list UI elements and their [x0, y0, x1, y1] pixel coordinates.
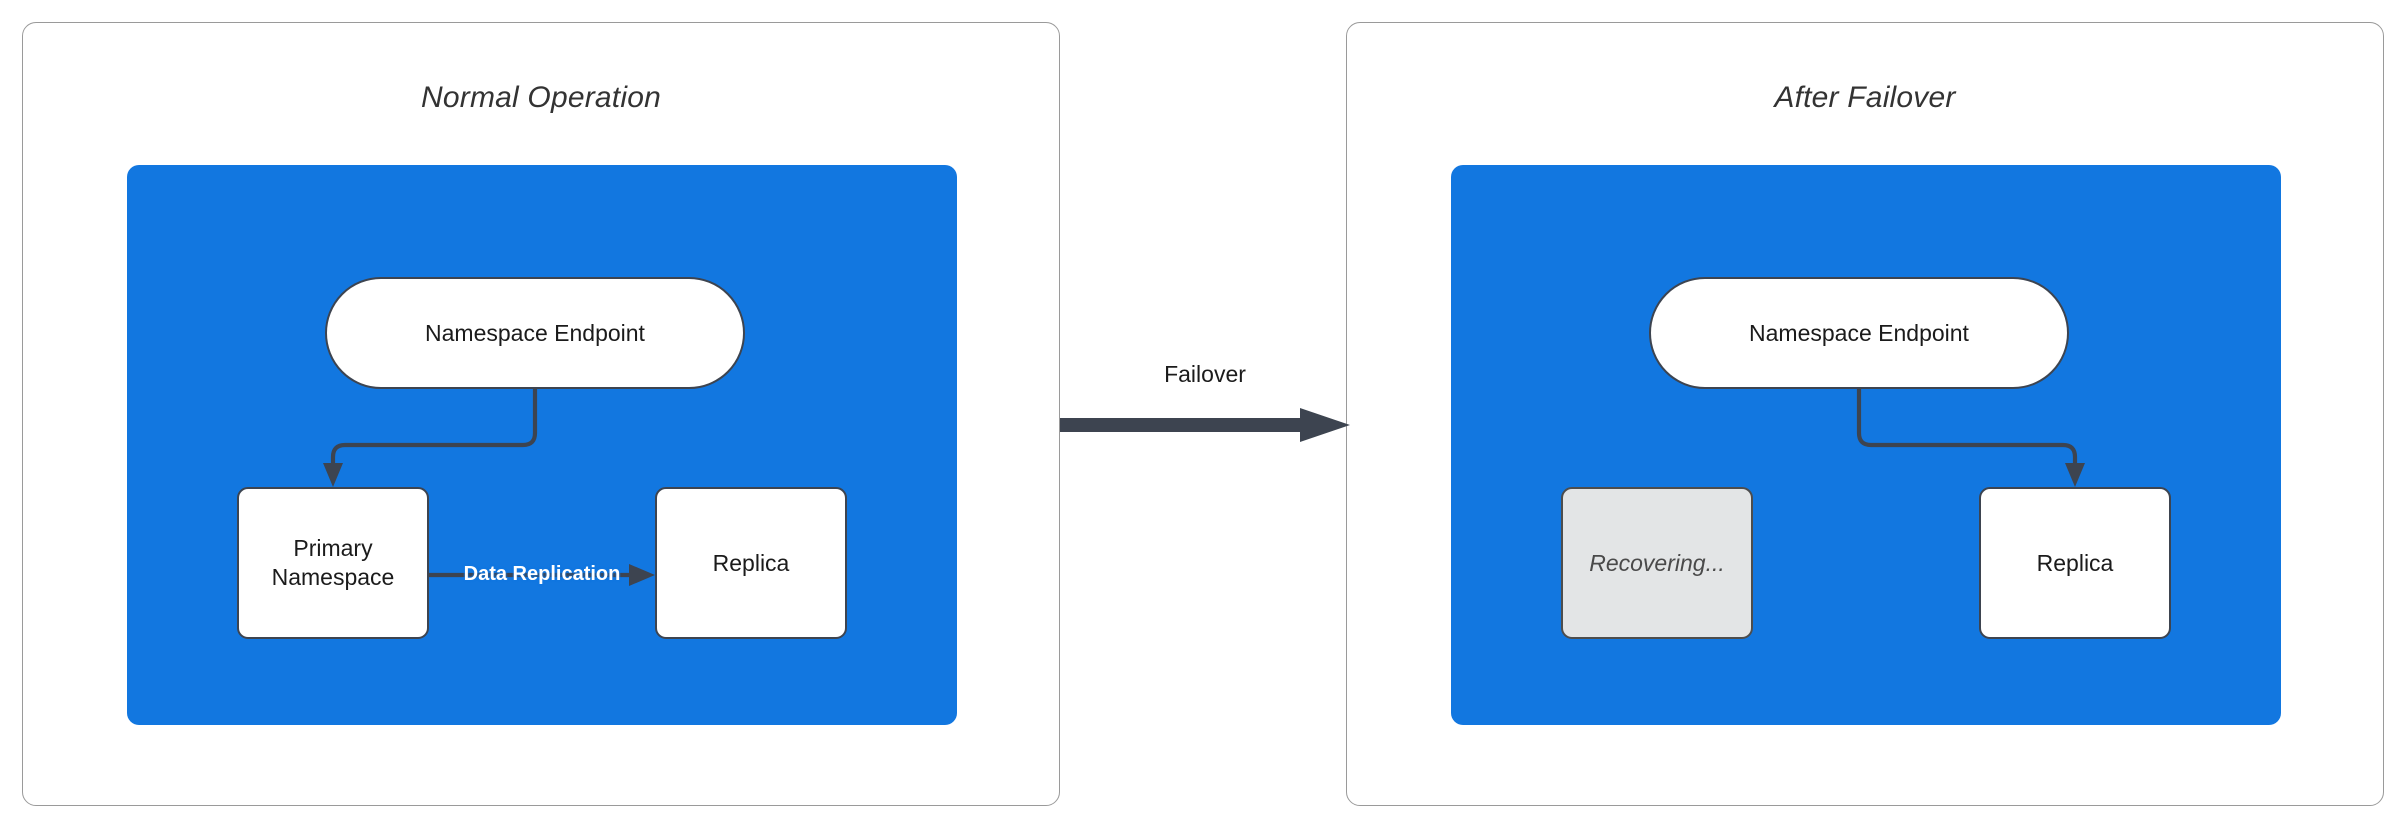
node-label: Replica: [712, 549, 790, 576]
failover-transition-label: Failover: [1164, 361, 1246, 387]
node-label: Namespace Endpoint: [1749, 319, 1969, 346]
data-replication-arrow: [429, 564, 655, 586]
panel-title-normal-operation: Normal Operation: [421, 81, 661, 114]
node-label: Primary Namespace: [272, 534, 395, 592]
edge-endpoint-to-replica: [1856, 386, 2078, 468]
panel-title-after-failover: After Failover: [1774, 81, 1956, 114]
region-after-failover: Namespace Endpoint Recovering... Replica: [1451, 165, 2281, 725]
node-label: Namespace Endpoint: [425, 319, 645, 346]
edge-data-replication: Data Replication: [429, 555, 655, 595]
panel-normal-operation: Normal Operation Namespace Endpoint Prim…: [22, 22, 1060, 806]
region-normal-operation: Namespace Endpoint Primary Namespace Rep…: [127, 165, 957, 725]
node-recovering[interactable]: Recovering...: [1561, 487, 1753, 639]
node-replica-right[interactable]: Replica: [1979, 487, 2171, 639]
node-primary-namespace[interactable]: Primary Namespace: [237, 487, 429, 639]
arrowhead-endpoint-to-primary: [323, 463, 343, 487]
edge-endpoint-to-primary: [330, 386, 538, 468]
arrowhead-endpoint-to-replica: [2065, 463, 2085, 487]
node-label-line2: Namespace: [271, 564, 395, 590]
connector-layer-left: [323, 386, 538, 487]
node-label: Replica: [2036, 549, 2114, 576]
node-replica-left[interactable]: Replica: [655, 487, 847, 639]
node-label-line1: Primary: [293, 535, 373, 562]
node-label: Recovering...: [1589, 549, 1725, 576]
connector-layer-right: [1856, 386, 2085, 487]
failover-transition-arrow: [1060, 408, 1350, 442]
edge-label-data-replication: Data Replication: [463, 563, 621, 586]
node-namespace-endpoint-right[interactable]: Namespace Endpoint: [1649, 277, 2069, 389]
panel-after-failover: After Failover Namespace Endpoint Recove…: [1346, 22, 2384, 806]
node-namespace-endpoint-left[interactable]: Namespace Endpoint: [325, 277, 745, 389]
